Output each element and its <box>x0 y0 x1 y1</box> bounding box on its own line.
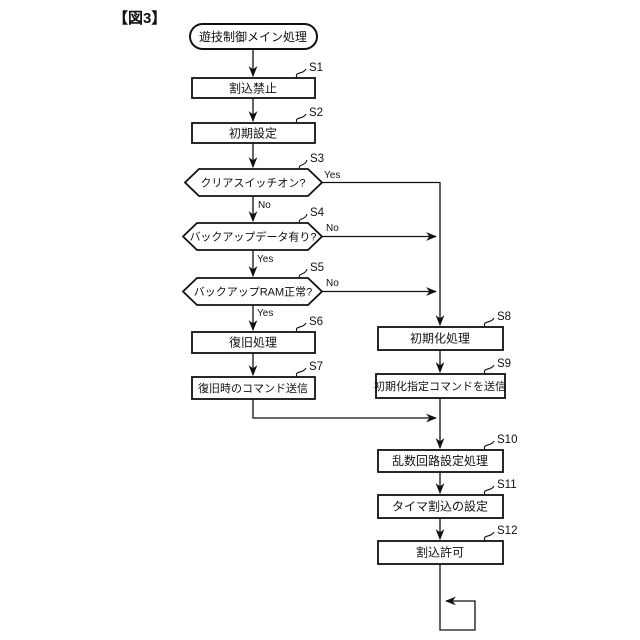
decision-s5-hexagon <box>181 277 324 306</box>
leader-s7 <box>295 367 307 378</box>
start-terminal <box>189 23 318 50</box>
step-s8-box <box>377 326 504 351</box>
edge-s12-loop-back <box>439 564 476 631</box>
step-id-s9: S9 <box>497 358 511 370</box>
step-s12-box <box>377 540 504 565</box>
label-no-s4: No <box>326 223 339 234</box>
branch-labels: Yes No No Yes No Yes <box>257 170 340 319</box>
label-yes-s4: Yes <box>257 254 273 265</box>
flow-edges <box>248 48 476 631</box>
step-id-s11: S11 <box>497 479 517 491</box>
step-s10-box <box>377 449 504 473</box>
step-id-s2: S2 <box>309 107 323 119</box>
step-s12-label: 割込許可 <box>416 545 464 560</box>
label-yes-s5: Yes <box>257 308 273 319</box>
leader-s6 <box>295 322 307 333</box>
step-id-s5: S5 <box>310 262 324 274</box>
leader-s11 <box>483 485 495 496</box>
leader-s2 <box>295 113 307 124</box>
decision-s5-label: バックアップRAM正常? <box>194 286 313 299</box>
step-s1-box <box>191 77 316 99</box>
leader-s10 <box>483 440 495 451</box>
step-id-s10: S10 <box>497 434 517 446</box>
decision-s4-label: バックアップデータ有り? <box>189 230 316 244</box>
edge-s7-join <box>252 399 438 423</box>
label-no-s3: No <box>258 200 271 211</box>
step-s10-label: 乱数回路設定処理 <box>392 453 488 468</box>
figure-caption: 【図3】 <box>113 9 166 27</box>
step-s2-label: 初期設定 <box>229 126 277 141</box>
step-s7-label: 復旧時のコマンド送信 <box>198 381 308 395</box>
step-s11-label: タイマ割込の設定 <box>392 499 488 514</box>
step-s7-box <box>191 376 316 400</box>
step-id-s7: S7 <box>309 361 323 373</box>
start-terminal-label: 遊技制御メイン処理 <box>199 29 307 44</box>
decision-s3-hexagon <box>183 168 324 197</box>
step-id-s12: S12 <box>497 525 517 537</box>
step-ids: S1 S2 S3 S4 S5 S6 S7 S8 S9 S10 S11 S12 <box>309 62 517 537</box>
step-s11-box <box>377 494 504 519</box>
step-s1-label: 割込禁止 <box>229 81 277 96</box>
step-id-s4: S4 <box>310 207 325 219</box>
label-yes-s3: Yes <box>324 170 340 181</box>
decision-s3-label: クリアスイッチオン? <box>200 177 305 190</box>
flow-nodes: 遊技制御メイン処理 割込禁止 初期設定 クリアスイッチオン? バックアップデータ… <box>181 23 506 565</box>
edge-s3-yes-to-s8 <box>322 181 445 327</box>
leader-s1 <box>295 68 307 79</box>
step-id-s8: S8 <box>497 311 511 323</box>
step-s2-box <box>191 122 316 144</box>
decision-s4-hexagon <box>181 222 324 251</box>
step-s8-label: 初期化処理 <box>410 332 470 346</box>
leader-s8 <box>483 317 495 328</box>
step-id-s3: S3 <box>310 153 324 165</box>
step-s9-box <box>375 373 506 399</box>
step-id-s6: S6 <box>309 316 323 328</box>
leader-s12 <box>483 531 495 542</box>
step-id-s1: S1 <box>309 62 323 74</box>
step-s9-label: 初期化指定コマンドを送信 <box>374 379 506 393</box>
label-no-s5: No <box>326 278 339 289</box>
step-s6-label: 復旧処理 <box>229 335 277 350</box>
step-s6-box <box>191 331 316 354</box>
leader-s9 <box>483 364 495 375</box>
